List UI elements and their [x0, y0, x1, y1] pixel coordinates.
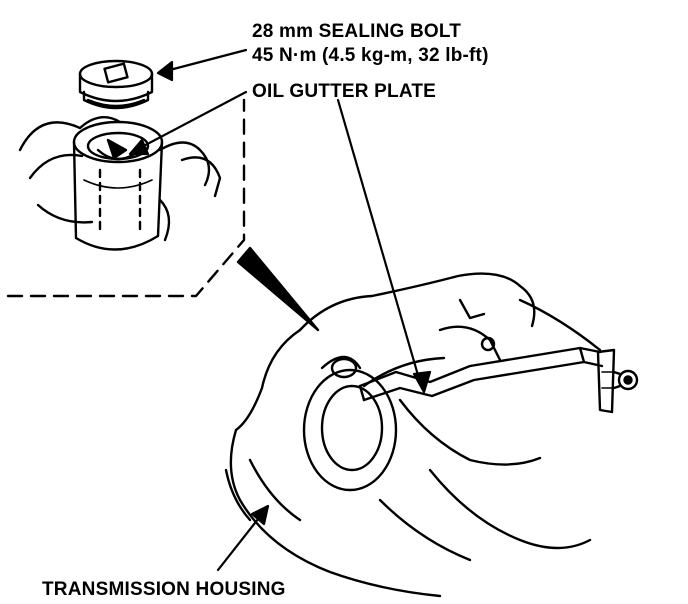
inset-bore — [72, 120, 164, 251]
transmission-housing — [224, 272, 639, 598]
inset-housing-contour — [158, 141, 211, 187]
inset-boundary — [6, 98, 246, 298]
inset-housing-contour — [158, 198, 171, 242]
bolt-leader — [160, 48, 248, 74]
plate-leader-inset — [134, 90, 248, 152]
plate-arrowhead-housing — [412, 370, 432, 394]
zoom-wedge — [236, 246, 320, 332]
inset-housing-contour — [180, 156, 222, 198]
plate-leader-housing — [336, 98, 422, 384]
oil-gutter-plate-label: OIL GUTTER PLATE — [252, 81, 437, 102]
inset-housing-contour — [18, 116, 122, 152]
plate-arrowhead-inset — [128, 138, 150, 156]
inset-housing-contour — [28, 153, 84, 180]
leader-lines — [128, 48, 432, 572]
inset-detail — [6, 59, 246, 298]
oil-gutter-plate — [358, 346, 639, 414]
housing-arrowhead — [250, 504, 270, 526]
housing-leader — [216, 512, 264, 572]
torque-spec-label: 45 N·m (4.5 kg-m, 32 lb-ft) — [252, 45, 489, 66]
sealing-bolt — [78, 59, 154, 110]
inset-housing-contour — [36, 203, 94, 224]
bolt-arrowhead — [156, 60, 174, 82]
transmission-housing-label: TRANSMISSION HOUSING — [42, 579, 286, 600]
sealing-bolt-label: 28 mm SEALING BOLT — [252, 21, 462, 42]
